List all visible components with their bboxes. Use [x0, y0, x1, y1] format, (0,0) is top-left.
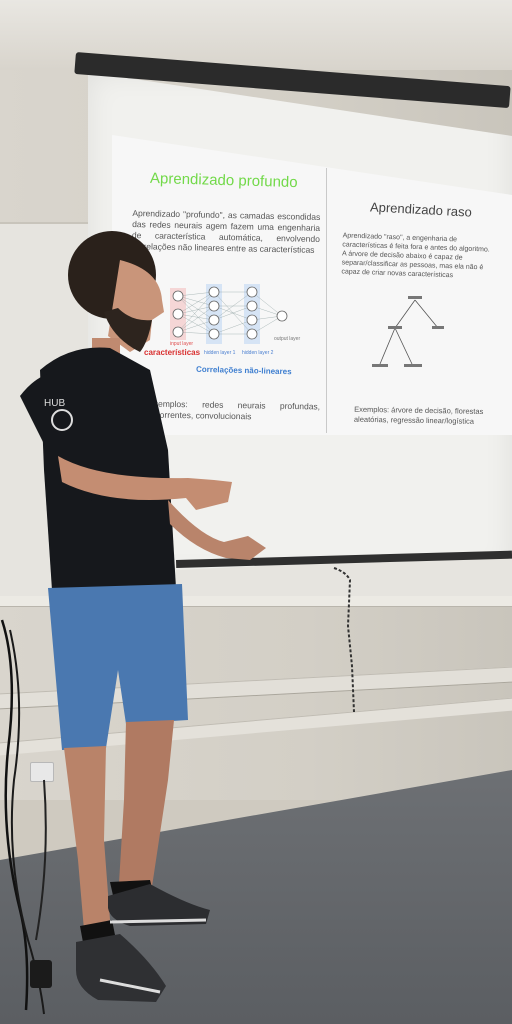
nn-output-label: output layer — [274, 336, 301, 342]
decision-tree-diagram — [372, 296, 444, 367]
left-shoe — [76, 934, 166, 1002]
screen-pull-chain — [333, 567, 355, 713]
right-shoe — [108, 884, 210, 926]
hidden-layer-2-box — [244, 284, 260, 344]
nn-hidden1-label: hidden layer 1 — [204, 350, 236, 356]
shirt-logo: HUB — [44, 398, 65, 409]
beard — [104, 308, 152, 352]
power-adapter — [30, 960, 52, 988]
hidden-layer-1-box — [206, 284, 222, 344]
nn-hidden2-label: hidden layer 2 — [242, 350, 274, 356]
power-outlet — [30, 762, 54, 782]
presenter: HUB — [20, 231, 266, 1002]
board-rail — [0, 596, 512, 607]
nn-characteristics-label: características — [144, 348, 201, 357]
projected-slide — [112, 135, 512, 435]
slide-divider — [326, 168, 327, 433]
neural-network-diagram — [170, 284, 288, 344]
floor-cables — [0, 619, 52, 1015]
nn-input-label: input layer — [170, 341, 194, 347]
shorts — [48, 584, 188, 750]
shirt — [40, 347, 176, 590]
arm-front — [58, 456, 232, 510]
slide-right-text: Aprendizado "raso", a engenharia de cara… — [341, 232, 490, 280]
slide-right-examples: Exemplos: árvore de decisão, florestas a… — [353, 404, 484, 426]
arm-back — [168, 500, 266, 560]
